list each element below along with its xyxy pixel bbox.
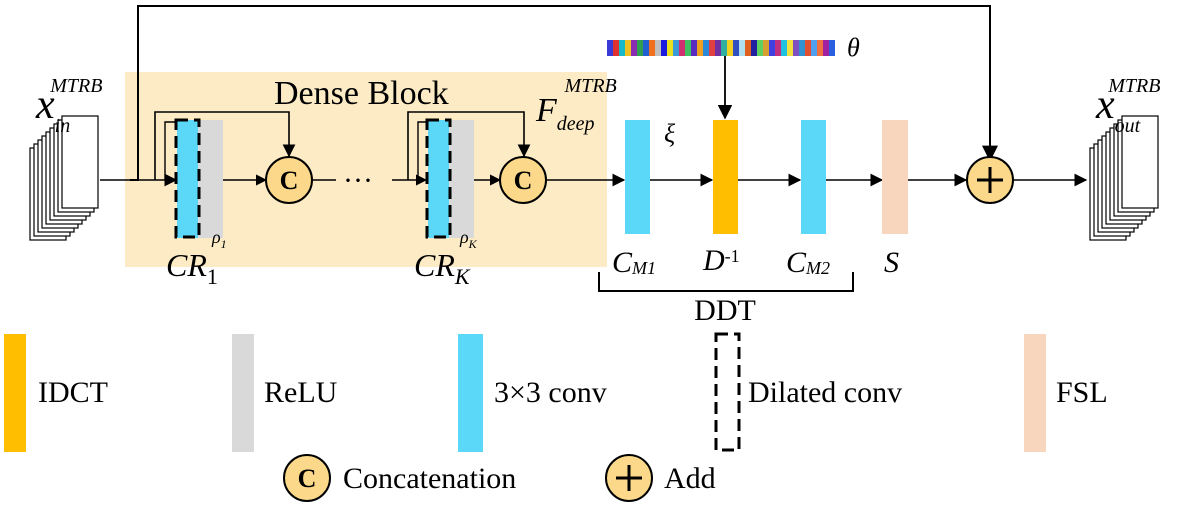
theta-bar-cell [697,40,703,56]
theta-bar-cell [817,40,823,56]
legend-relu-swatch [232,334,254,452]
theta-bar-cell [673,40,679,56]
theta-bar-cell [655,40,661,56]
theta-bar-cell [775,40,781,56]
theta-bar-cell [781,40,787,56]
cm1-conv-bar [625,120,650,234]
theta-bar-cell [691,40,697,56]
theta-bar-cell [727,40,733,56]
cr1-conv-bar [177,120,198,238]
theta-bar-cell [751,40,757,56]
theta-bar-cell [619,40,625,56]
ddt-bracket [598,272,854,292]
dinv-idct-bar [713,120,738,234]
theta-bar-cell [715,40,721,56]
theta-label: θ [847,33,860,62]
theta-bar-cell [661,40,667,56]
f-deep-label: FdeepMTRB [535,75,617,135]
theta-bar-cell [613,40,619,56]
dense-block-title: Dense Block [274,75,449,112]
legend-fsl-label: FSL [1056,376,1108,409]
legend-conv-swatch [458,334,483,452]
legend: IDCT ReLU 3×3 conv Dilated conv FSL C Co… [4,332,1108,502]
theta-bar-cell [811,40,817,56]
legend-dilated-swatch [714,332,741,452]
legend-idct-swatch [4,334,26,452]
theta-bar-cell [733,40,739,56]
cr1-dilated-outline [174,118,201,239]
legend-fsl-swatch [1024,334,1046,452]
legend-add-icon [605,454,653,502]
legend-idct-label: IDCT [38,376,108,409]
input-label: xinMTRB [35,75,102,137]
output-feature-stack [1089,115,1159,241]
legend-dilated-label: Dilated conv [748,376,902,409]
add-node [966,156,1014,204]
theta-bar-cell [703,40,709,56]
theta-bar-cell [607,40,613,56]
legend-add-label: Add [664,462,716,495]
dense-skip-outer-1 [154,111,296,180]
theta-bar-cell [829,40,835,56]
svg-text:C: C [514,166,533,195]
cr1-rho-label: ρ1 [211,227,227,251]
concat-node-1: C [265,156,313,204]
crk-label: CRK [414,247,471,289]
theta-bar-cell [769,40,775,56]
cr1-relu-bar [198,120,223,238]
concat-node-k: C [499,156,547,204]
theta-bar-cell [793,40,799,56]
theta-bar-cell [643,40,649,56]
crk-rho-label: ρK [459,227,478,251]
theta-bar-cell [685,40,691,56]
crk-relu-bar [449,120,474,238]
theta-color-bar [607,40,835,56]
theta-bar-cell [709,40,715,56]
theta-bar-cell [745,40,751,56]
svg-text:C: C [280,166,299,195]
theta-bar-cell [667,40,673,56]
legend-conv-label: 3×3 conv [494,376,607,409]
theta-bar-cell [721,40,727,56]
theta-bar-cell [739,40,745,56]
theta-bar-cell [631,40,637,56]
legend-relu-label: ReLU [264,376,338,409]
cm1-label: CM1 [612,246,656,279]
theta-bar-cell [637,40,643,56]
theta-bar-cell [823,40,829,56]
legend-concat-icon: C [283,454,331,502]
cm2-conv-bar [801,120,826,234]
xi-label: ξ [664,119,676,148]
ddt-label: DDT [694,294,756,327]
output-label: xoutMTRB [1095,75,1160,137]
cm2-label: CM2 [786,246,830,279]
cr1-label: CR1 [166,247,218,289]
dense-skip-outer-k [407,111,531,180]
s-fsl-bar [882,120,908,234]
legend-concat-label: Concatenation [343,462,516,495]
theta-bar-cell [763,40,769,56]
theta-bar-cell [805,40,811,56]
theta-bar-cell [679,40,685,56]
crk-dilated-outline [425,118,452,239]
ellipsis: ··· [343,164,373,197]
theta-bar-cell [799,40,805,56]
crk-conv-bar [428,120,449,238]
theta-bar-cell [625,40,631,56]
theta-bar-cell [649,40,655,56]
s-label: S [884,246,899,279]
svg-text:C: C [298,464,317,493]
theta-bar-cell [787,40,793,56]
theta-bar-cell [757,40,763,56]
input-feature-stack [29,115,99,241]
dinv-label: D-1 [702,244,740,277]
